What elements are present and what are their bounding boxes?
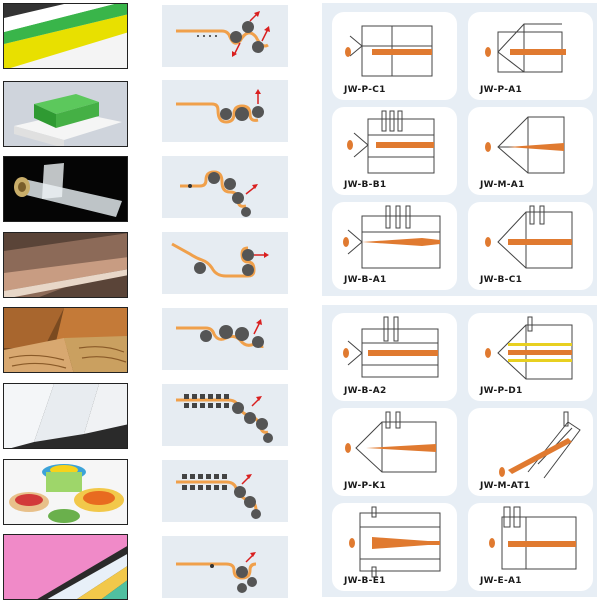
t-die-drawing-icon — [485, 116, 565, 174]
product-photo-column — [3, 3, 129, 600]
t-die-drawing-icon — [345, 25, 433, 77]
clear-pipe-photo — [3, 156, 128, 222]
white-panels-photo — [3, 383, 128, 449]
die-card-jw-b-b1: JW-B-B1 — [332, 107, 457, 195]
die-card-jw-b-e1: JW-B-E1 — [332, 503, 457, 591]
roller-process-diagram-2 — [162, 80, 288, 142]
wood-grain-panels-photo — [3, 307, 128, 373]
model-code: JW-B-C1 — [480, 275, 523, 285]
colored-sheets-photo — [3, 3, 128, 69]
die-card-jw-b-c1: JW-B-C1 — [468, 202, 593, 290]
t-die-drawing-icon — [485, 23, 566, 73]
die-card-jw-e-a1: JW-E-A1 — [468, 503, 593, 591]
model-code: JW-P-K1 — [344, 481, 387, 491]
roller-process-diagram-8 — [162, 536, 288, 598]
process-diagram-column — [162, 3, 292, 598]
t-die-drawing-icon — [485, 316, 573, 380]
die-card-jw-m-a1: JW-M-A1 — [468, 107, 593, 195]
roller-process-diagram-6 — [162, 384, 288, 446]
green-block-photo — [3, 81, 128, 147]
model-code: JW-M-AT1 — [480, 481, 531, 491]
die-card-jw-b-a2: JW-B-A2 — [332, 313, 457, 401]
t-die-drawing-icon — [345, 411, 437, 473]
t-die-drawing-icon — [343, 205, 441, 269]
roller-process-diagram-5 — [162, 308, 288, 370]
model-code: JW-B-A2 — [344, 386, 387, 396]
die-card-jw-p-c1: JW-P-C1 — [332, 12, 457, 100]
die-card-jw-p-a1: JW-P-A1 — [468, 12, 593, 100]
t-die-drawing-icon — [343, 316, 439, 378]
roller-process-diagram-1 — [162, 5, 288, 67]
die-model-panel-upper: JW-P-C1 JW-P-A1 JW-B-B1 — [322, 3, 597, 296]
model-code: JW-M-A1 — [480, 180, 525, 190]
t-die-drawing-icon — [499, 411, 581, 479]
die-card-jw-p-k1: JW-P-K1 — [332, 408, 457, 496]
die-card-jw-p-d1: JW-P-D1 — [468, 313, 593, 401]
t-die-drawing-icon — [485, 205, 573, 269]
model-code: JW-P-D1 — [480, 386, 523, 396]
t-die-drawing-icon — [489, 506, 577, 570]
roller-process-diagram-7 — [162, 460, 288, 522]
t-die-drawing-icon — [347, 110, 435, 174]
die-card-jw-m-at1: JW-M-AT1 — [468, 408, 593, 496]
model-code: JW-B-E1 — [344, 576, 386, 586]
die-card-jw-b-a1: JW-B-A1 — [332, 202, 457, 290]
model-code: JW-P-A1 — [480, 85, 523, 95]
model-code: JW-B-A1 — [344, 275, 387, 285]
roller-process-diagram-4 — [162, 232, 288, 294]
model-code: JW-P-C1 — [344, 85, 386, 95]
food-containers-photo — [3, 459, 128, 525]
roller-process-diagram-3 — [162, 156, 288, 218]
model-code: JW-E-A1 — [480, 576, 522, 586]
die-model-panel-lower: JW-B-A2 JW-P-D1 JW-P-K1 — [322, 305, 597, 597]
wood-board-photo — [3, 232, 128, 298]
colored-sheets-stack-photo — [3, 534, 128, 600]
model-code: JW-B-B1 — [344, 180, 387, 190]
t-die-drawing-icon — [349, 506, 441, 578]
